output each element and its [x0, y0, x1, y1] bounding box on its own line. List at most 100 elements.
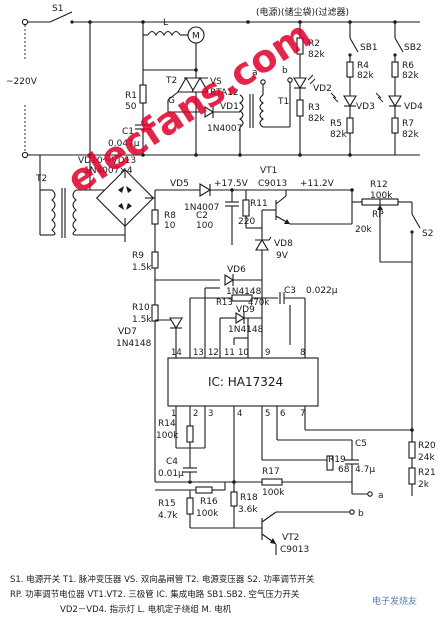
r8-resistor	[151, 209, 159, 225]
vd5-label: VD5	[170, 179, 189, 189]
t1-pulse-transformer: T1	[239, 94, 289, 128]
vd8-label: VD8	[274, 239, 293, 249]
r19-label: R19	[328, 455, 346, 465]
r9-label: R9	[132, 251, 144, 261]
legend-line-2: RP. 功率调节电位器 VT1.VT2. 三极管 IC. 集成电路 SB1.SB…	[10, 589, 300, 600]
sb1-pressure-switch: SB1	[348, 22, 378, 57]
r3-resistor	[296, 99, 304, 117]
vd7-label: VD7	[118, 327, 137, 337]
motor-winding-l: L	[142, 18, 181, 37]
r8-value: 10	[164, 221, 176, 231]
c3-value: 0.022μ	[306, 286, 338, 296]
node-a-terminal	[260, 79, 266, 85]
r3-value: 82k	[308, 114, 325, 124]
r14-resistor	[186, 425, 194, 443]
r15-label: R15	[158, 499, 176, 509]
vt2-part: C9013	[280, 545, 309, 555]
ic-pin-4: 4	[237, 409, 242, 419]
vd9-diode	[220, 312, 262, 324]
vd3-led	[330, 92, 357, 108]
r3-label: R3	[308, 103, 320, 113]
c3-label: C3	[284, 286, 296, 296]
node-a-label-top: a	[252, 68, 258, 78]
c4-value: 0.01μ	[158, 469, 184, 479]
ic-top-pins: 14 13 12 11 10 9 8	[171, 345, 306, 358]
ic-pin-9: 9	[265, 348, 270, 358]
c5-label: C5	[355, 439, 367, 449]
c1-label: C1	[122, 127, 134, 137]
watermark-logo: elecfans.com	[59, 12, 319, 202]
r5-value: 82k	[330, 130, 347, 140]
vd1-part: 1N4007	[207, 124, 242, 134]
c2-value: 100	[196, 221, 213, 231]
r4-value: 82k	[357, 71, 374, 81]
r7-label: R7	[402, 119, 414, 129]
r18-label: R18	[240, 493, 258, 503]
r20-label: R20	[418, 441, 436, 451]
r15-resistor	[186, 497, 194, 515]
vd6-diode	[224, 274, 235, 286]
node-b-label-top: b	[282, 66, 288, 76]
triac-vs: T2 G VS BTA12	[165, 70, 239, 155]
r5-label: R5	[330, 119, 342, 129]
vd5-part: 1N4007	[184, 203, 219, 213]
r20-value: 24k	[418, 453, 435, 463]
mains-terminal-top	[21, 18, 29, 26]
vs-part: BTA12	[210, 88, 239, 98]
node-a-output	[367, 491, 373, 497]
r21-resistor	[408, 467, 416, 485]
vd4-label: VD4	[404, 102, 423, 112]
legend-line-3: VD2－VD4. 指示灯 L. 电机定子绕组 M. 电机	[60, 604, 232, 615]
r2-label: R2	[308, 39, 320, 49]
watermark-corner: 电子发烧友	[372, 595, 417, 607]
vt1-part: C9013	[258, 179, 287, 189]
sb1-label: SB1	[360, 43, 378, 53]
sb2-pressure-switch: SB2	[393, 22, 422, 57]
vd9-label: VD9	[236, 305, 255, 315]
c5-value: 4.7μ	[355, 465, 375, 475]
vs-label: VS	[210, 77, 222, 87]
node-b-output	[349, 509, 355, 515]
vd9-part: 1N4148	[228, 325, 264, 335]
vt1-transistor	[262, 195, 291, 225]
r1-label: R1	[125, 91, 137, 101]
vd5-diode: VD5 1N4007	[170, 179, 219, 213]
ic-pin-3: 3	[208, 409, 213, 419]
header-group-title: (电源)(储尘袋)(过滤器)	[256, 6, 349, 18]
vd10-13-part: 1N4007×4	[84, 166, 133, 176]
t2-label: T2	[35, 174, 47, 184]
rp-label: RP	[372, 210, 384, 220]
v175-label: +17.5V	[214, 179, 249, 189]
r9-resistor	[151, 251, 159, 269]
r1-resistor	[139, 84, 147, 104]
r8-label: R8	[164, 211, 176, 221]
r12-value: 100k	[370, 191, 393, 201]
vd2-label: VD2	[313, 84, 332, 94]
vd3-label: VD3	[356, 102, 375, 112]
vt1-label: VT1	[260, 166, 277, 176]
vd6-label: VD6	[227, 265, 246, 275]
r15-value: 4.7k	[158, 511, 178, 521]
ic-pin-11: 11	[224, 348, 235, 358]
c2-capacitor	[225, 190, 239, 245]
r10-label: R10	[132, 303, 150, 313]
r18-value: 3.6k	[238, 505, 258, 515]
ic-pin-1: 1	[171, 409, 176, 419]
ic-pin-8: 8	[300, 348, 305, 358]
r2-value: 82k	[308, 50, 325, 60]
r16-resistor	[195, 486, 213, 494]
r17-resistor	[261, 478, 283, 486]
r11-label: R11	[250, 199, 268, 209]
r21-value: 2k	[418, 480, 430, 490]
v112-label: +11.2V	[300, 179, 335, 189]
ic-pin-13: 13	[193, 348, 204, 358]
ic-pin-6: 6	[280, 409, 285, 419]
r6-value: 82k	[402, 71, 419, 81]
c2-label: C2	[196, 211, 208, 221]
r20-resistor	[408, 441, 416, 459]
s2-power-switch: S2	[410, 202, 433, 239]
c4-label: C4	[166, 457, 178, 467]
vd1-diode: VD1 1N4007	[167, 100, 242, 134]
r18-resistor	[230, 491, 238, 507]
